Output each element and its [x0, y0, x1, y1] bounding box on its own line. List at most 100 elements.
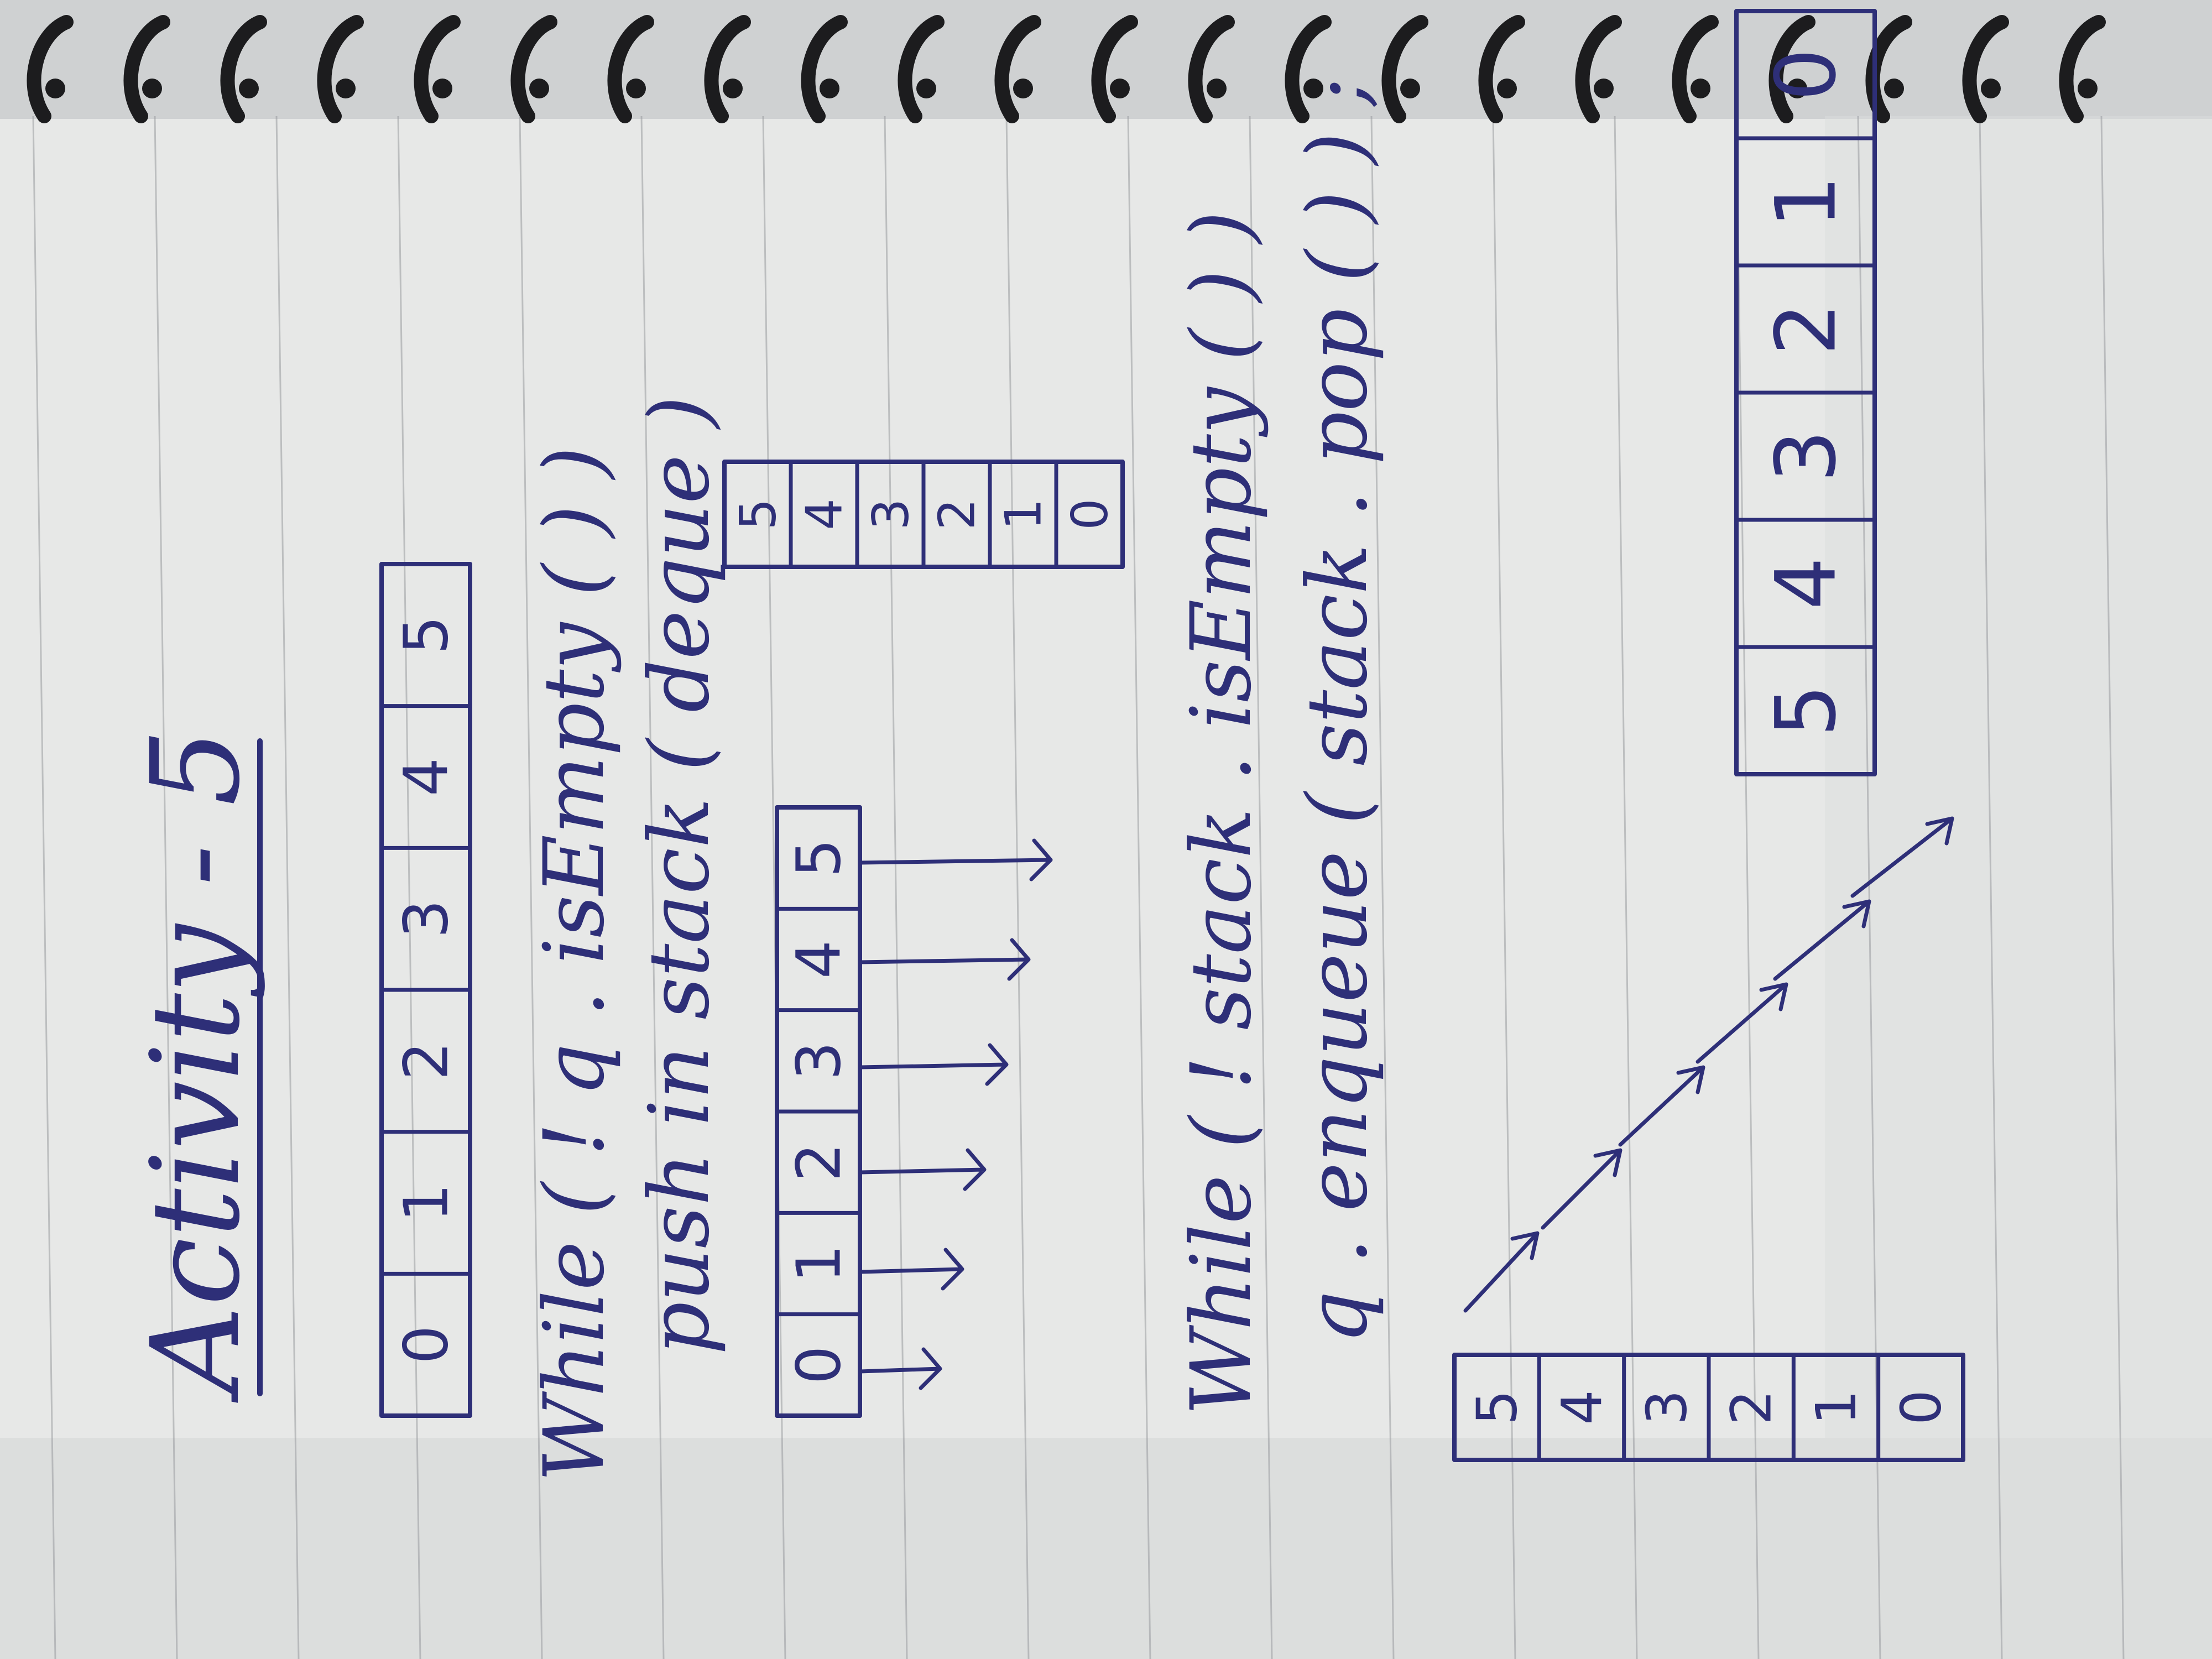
stack-cell: 2 [1719, 1390, 1784, 1425]
spiral-hole [529, 79, 549, 98]
spiral-hole [1303, 79, 1323, 98]
stack-cell: 5 [729, 498, 787, 530]
stack-cell: 3 [1634, 1390, 1699, 1425]
stack-cell: 4 [796, 498, 854, 530]
queue-cell: 4 [391, 758, 462, 796]
pop-arrows [1463, 816, 1954, 1313]
queue-cell: 0 [784, 1345, 854, 1384]
spiral-hole [239, 79, 259, 98]
spiral-hole [1691, 79, 1710, 98]
spiral-hole [1981, 79, 2001, 98]
spiral-hole [723, 79, 743, 98]
code-line-enqueue-pop: q . enqueue ( stack . pop ( ) ) ; [1290, 78, 1386, 1344]
arrow [1695, 982, 1788, 1064]
spiral-coil [220, 15, 267, 123]
spiral-coil [414, 15, 461, 123]
arrow [1618, 1065, 1705, 1147]
spiral-hole [1594, 79, 1614, 98]
spiral-coil [1768, 15, 1815, 123]
spiral-coil [1091, 15, 1138, 123]
arrow [858, 938, 1031, 981]
queue-cell: 5 [1759, 684, 1855, 737]
arrow [1541, 1148, 1623, 1230]
spiral-coil [994, 15, 1041, 123]
stack-cell: 5 [1465, 1390, 1530, 1425]
spiral-hole [820, 79, 839, 98]
spiral-coil [1478, 15, 1525, 123]
spiral-coil [704, 15, 751, 123]
queue-cell: 0 [391, 1326, 462, 1364]
queue-cell: 1 [1759, 175, 1855, 228]
spiral-coil [1962, 15, 2009, 123]
spiral-hole [142, 79, 162, 98]
stack-cell: 2 [928, 498, 987, 530]
queue-cell: 2 [784, 1143, 854, 1182]
queue-cell: 5 [784, 839, 854, 878]
stack-cell: 4 [1550, 1390, 1614, 1425]
arrow [858, 1347, 942, 1390]
queue-cell: 2 [1759, 302, 1855, 355]
spiral-hole [2078, 79, 2098, 98]
spiral-hole [916, 79, 936, 98]
result-queue: 5 4 3 2 1 0 [1734, 9, 1877, 776]
spiral-coil [607, 15, 654, 123]
spiral-hole [1013, 79, 1033, 98]
spiral-coil [898, 15, 945, 123]
spiral-coil [123, 15, 170, 123]
queue-cell: 4 [784, 940, 854, 979]
spiral-coil [1672, 15, 1719, 123]
spiral-coil [510, 15, 557, 123]
stack-cell: 3 [862, 498, 920, 530]
arrow [858, 1043, 1009, 1086]
spiral-hole [1787, 79, 1807, 98]
queue-cell: 3 [784, 1041, 854, 1080]
page-title: Activity - 5 [125, 729, 267, 1403]
spiral-hole [1110, 79, 1130, 98]
spiral-coil [801, 15, 848, 123]
arrow [858, 838, 1053, 881]
arrow [1463, 1231, 1540, 1313]
spiral-coil [27, 15, 74, 123]
queue-cell: 2 [391, 1041, 462, 1080]
queue-cell: 1 [784, 1244, 854, 1283]
initial-queue: 0 1 2 3 4 5 [379, 562, 472, 1418]
spiral-hole [1497, 79, 1517, 98]
spiral-hole [1400, 79, 1420, 98]
spiral-coil [1285, 15, 1332, 123]
code-line-while-queue: While ( ! q . isEmpty ( ) ) [526, 446, 623, 1482]
queue-cell: 4 [1759, 557, 1855, 609]
queue-cell: 3 [391, 900, 462, 938]
queue-cell: 0 [1759, 48, 1855, 101]
code-line-while-stack: While ( ! stack . isEmpty ( ) ) [1173, 211, 1270, 1416]
arrow [858, 1148, 987, 1191]
stack-cell: 0 [1888, 1390, 1953, 1425]
spiral-coil [1575, 15, 1622, 123]
spiral-hole [432, 79, 452, 98]
spiral-hole [45, 79, 65, 98]
arrow [1850, 816, 1954, 898]
queue-cell: 1 [391, 1183, 462, 1222]
spiral-coil [1381, 15, 1428, 123]
transfer-queue: 0 1 2 3 4 5 [775, 805, 862, 1418]
stack-cell: 0 [1061, 498, 1119, 530]
spiral-binding [27, 15, 2106, 123]
spiral-coil [1188, 15, 1235, 123]
spiral-hole [1207, 79, 1227, 98]
spiral-hole [626, 79, 646, 98]
arrow [858, 1248, 964, 1291]
arrow [1773, 899, 1871, 981]
ruled-lines [32, 116, 2125, 1659]
transfer-arrows [858, 838, 1053, 1390]
spiral-hole [1884, 79, 1904, 98]
code-line-push-stack: push in stack ( deque ) [632, 396, 728, 1355]
queue-cell: 5 [391, 615, 462, 654]
stack-cell: 1 [1804, 1390, 1869, 1425]
spiral-coil [317, 15, 364, 123]
queue-cell: 3 [1759, 430, 1855, 482]
stack-cell: 1 [995, 498, 1053, 530]
spiral-hole [336, 79, 356, 98]
spiral-coil [2059, 15, 2106, 123]
